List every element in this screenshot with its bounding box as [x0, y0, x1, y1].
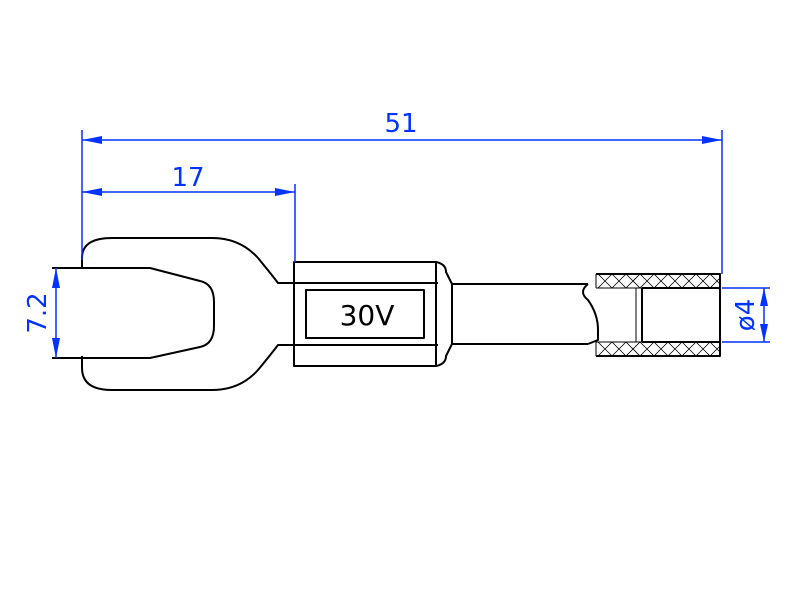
- dimension-overall-length: 51: [81, 109, 723, 274]
- dim-label-7-2: 7.2: [23, 292, 53, 333]
- hatch-bottom: [597, 341, 721, 357]
- dimension-tip-diameter: ø4: [722, 287, 770, 343]
- dimension-fork-opening: 7.2: [23, 268, 60, 358]
- dimension-fork-length: 17: [82, 163, 296, 262]
- fork-terminal: [52, 237, 295, 391]
- dim-label-17: 17: [171, 163, 204, 193]
- hatch-top: [597, 273, 721, 289]
- crimp-body: 30V: [293, 261, 453, 367]
- dim-label-51: 51: [384, 109, 417, 139]
- label-box: [305, 289, 425, 339]
- barrel: [452, 273, 721, 357]
- dim-label-dia-4: ø4: [731, 299, 761, 331]
- body-label: 30V: [340, 299, 395, 332]
